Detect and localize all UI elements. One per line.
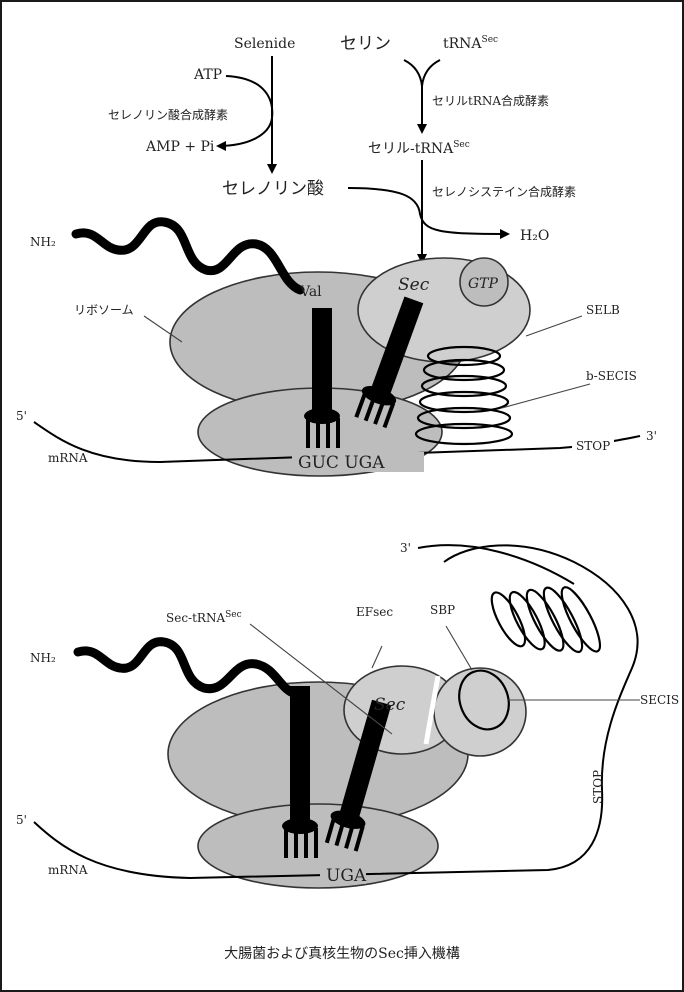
gtp-label: GTP (468, 276, 499, 292)
ribosome-label: リボソーム (74, 303, 134, 317)
seryl-trna-sup: Sec (453, 140, 470, 150)
trna-sec-text: tRNA (443, 36, 482, 52)
codon-label: UGA (326, 866, 367, 886)
trna-merge-curve (422, 60, 440, 86)
val-label: Val (299, 284, 322, 300)
serine-label: セリン (340, 34, 391, 54)
sec-trna-label: Sec-tRNASec (166, 610, 242, 625)
trna-sec-label: tRNASec (443, 35, 498, 52)
top-panel: GTP NH₂ Val Sec (16, 222, 657, 476)
mrna-label: mRNA (48, 863, 88, 877)
seryl-trna-text: セリル-tRNA (368, 141, 454, 157)
five-prime-label: 5' (16, 409, 27, 423)
sec-label: Sec (398, 275, 430, 295)
stop-label: STOP (576, 439, 610, 453)
secis-coil (485, 558, 606, 686)
selenophosphate-label: セレノリン酸 (222, 179, 324, 199)
h2o-label: H₂O (520, 228, 549, 244)
three-prime-label: 3' (646, 429, 657, 443)
amp-pi-label: AMP + Pi (145, 139, 215, 155)
sec-trna-text: Sec-tRNA (166, 611, 225, 625)
efsec-label: EFsec (356, 605, 393, 619)
stop-label: STOP (591, 770, 605, 804)
nh2-label: NH₂ (30, 651, 56, 665)
sbp-label: SBP (430, 603, 455, 617)
seryl-trna-label: セリル-tRNASec (368, 140, 470, 157)
seryl-trna-synthetase-label: セリルtRNA合成酵素 (432, 93, 549, 108)
serine-merge-curve (404, 60, 422, 86)
mrna-3prime-tail (418, 545, 574, 584)
selb-leader (526, 316, 582, 336)
atp-label: ATP (193, 67, 222, 83)
bottom-panel: NH₂ Sec (16, 541, 679, 888)
figure-caption: 大腸菌および真核生物のSec挿入機構 (224, 946, 460, 962)
three-prime-label: 3' (400, 541, 411, 555)
sec-trna-sup: Sec (225, 610, 242, 620)
trna-sec-sup: Sec (482, 35, 499, 45)
b-secis-leader (502, 384, 590, 408)
sbp-leader (446, 626, 472, 670)
sec-label: Sec (374, 695, 406, 715)
b-secis-label: b-SECIS (586, 369, 637, 383)
selenocysteine-synthase-label: セレノシステイン合成酵素 (432, 184, 576, 199)
five-prime-label: 5' (16, 813, 27, 827)
selenide-label: Selenide (234, 36, 295, 52)
sbp-protein (434, 668, 526, 756)
selb-label: SELB (586, 303, 620, 317)
secis-label: SECIS (640, 693, 679, 707)
selenophosphate-synthetase-label: セレノリン酸合成酵素 (108, 107, 228, 122)
nh2-label: NH₂ (30, 235, 56, 249)
mrna-label: mRNA (48, 451, 88, 465)
codon-label: GUC UGA (298, 453, 385, 473)
efsec-leader (372, 646, 382, 668)
